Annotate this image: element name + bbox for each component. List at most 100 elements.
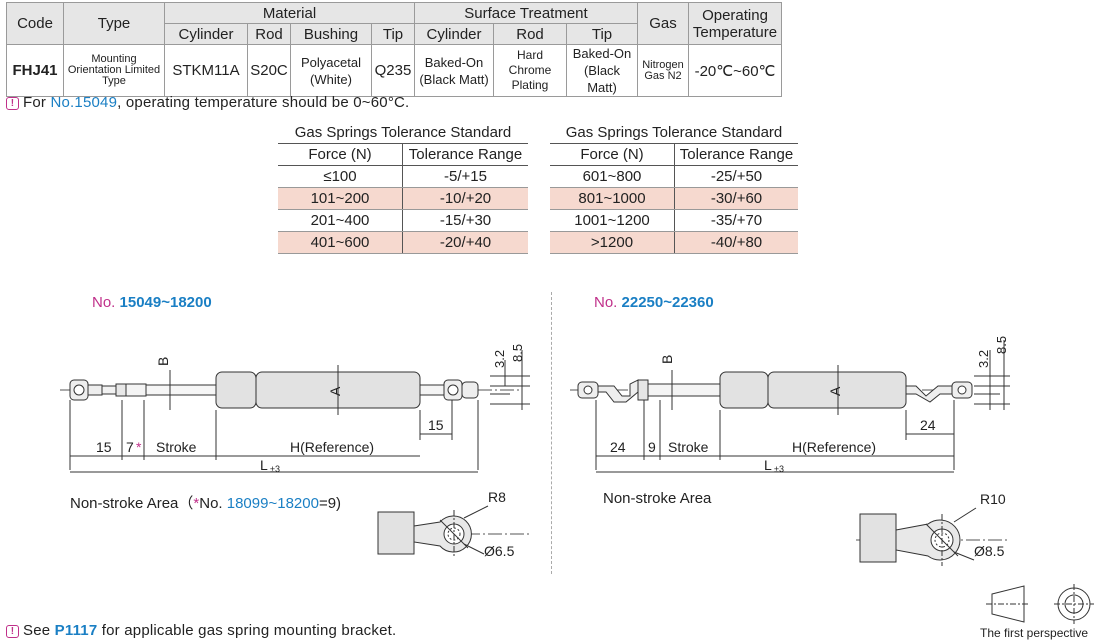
tol1-range-2: -15/+30 — [402, 209, 528, 232]
tol1-col1: Force (N) — [278, 143, 403, 166]
right-h-ref: H(Reference) — [792, 439, 876, 455]
left-dim-b: B — [155, 357, 171, 366]
right-length-tol: ±3 — [774, 464, 784, 474]
right-dim-24b: 24 — [920, 417, 936, 433]
perspective-label: The first perspective — [980, 626, 1089, 640]
right-hole: Ø8.5 — [974, 543, 1005, 559]
header-material: Material — [164, 2, 415, 24]
tol2-col1: Force (N) — [550, 143, 675, 166]
bracket-note-suffix: for applicable gas spring mounting brack… — [97, 622, 397, 639]
bracket-note-prefix: See — [23, 622, 55, 639]
header-st-tip: Tip — [566, 23, 638, 45]
section-divider — [551, 292, 552, 574]
left-stroke: Stroke — [156, 439, 197, 455]
warning-icon-2: ! — [6, 625, 19, 638]
header-st-rod: Rod — [493, 23, 567, 45]
cell-operating: -20℃~60℃ — [688, 44, 782, 97]
tol1-title: Gas Springs Tolerance Standard — [278, 122, 528, 144]
right-dim-85: 8.5 — [994, 336, 1009, 354]
tol1-range-0: -5/+15 — [402, 165, 528, 188]
cell-cylinder: STKM11A — [164, 44, 248, 97]
cell-tip: Q235 — [371, 44, 415, 97]
left-dim-15b: 15 — [428, 417, 444, 433]
left-length-tol: ±3 — [270, 464, 280, 474]
tol2-force-2: 1001~1200 — [550, 209, 675, 232]
tol2-force-0: 601~800 — [550, 165, 675, 188]
left-non-stroke: Non-stroke Area（*No. 18099~18200=9) — [70, 492, 341, 513]
cell-code: FHJ41 — [6, 44, 64, 97]
header-type: Type — [63, 2, 165, 45]
drawing-right: B A 3.2 8.5 24 9 Stroke H(Reference) 24 … — [570, 336, 1010, 566]
left-dim-85: 8.5 — [510, 344, 525, 362]
header-gas: Gas — [637, 2, 689, 45]
cell-rod: S20C — [247, 44, 291, 97]
tol2-force-3: >1200 — [550, 231, 675, 254]
warning-icon: ! — [6, 97, 19, 110]
note-prefix: For — [23, 94, 51, 111]
left-radius: R8 — [488, 489, 506, 505]
first-angle-projection-icon — [986, 584, 1094, 624]
bracket-note-page: P1117 — [54, 622, 98, 639]
left-dim-7: 7 — [126, 439, 134, 455]
note-suffix: , operating temperature should be 0~60°C… — [117, 94, 410, 111]
cell-st-tip: Baked-On (Black Matt) — [566, 44, 638, 97]
left-ns-no: No. — [199, 495, 227, 512]
header-st-cylinder: Cylinder — [414, 23, 494, 45]
tol1-col2: Tolerance Range — [402, 143, 528, 166]
tol2-range-0: -25/+50 — [674, 165, 798, 188]
tolerance-table-1: Gas Springs Tolerance Standard Force (N)… — [278, 122, 528, 254]
left-ns-prefix: Non-stroke Area（ — [70, 495, 194, 512]
tol1-force-1: 101~200 — [278, 187, 403, 210]
cell-bushing: Polyacetal (White) — [290, 44, 372, 97]
header-code: Code — [6, 2, 64, 45]
tol1-range-3: -20/+40 — [402, 231, 528, 254]
right-stroke: Stroke — [668, 439, 709, 455]
left-ns-suffix: =9) — [318, 495, 342, 512]
header-bushing: Bushing — [290, 23, 372, 45]
spec-table: Code Type Material Surface Treatment Gas… — [6, 2, 782, 97]
cell-st-rod: Hard Chrome Plating — [493, 44, 567, 97]
tol1-range-1: -10/+20 — [402, 187, 528, 210]
tol1-force-0: ≤100 — [278, 165, 403, 188]
section-right-range: 22250~22360 — [621, 294, 714, 311]
tol2-col2: Tolerance Range — [674, 143, 798, 166]
left-star: * — [136, 439, 142, 455]
header-tip: Tip — [371, 23, 415, 45]
right-dim-24a: 24 — [610, 439, 626, 455]
right-non-stroke: Non-stroke Area — [603, 490, 712, 507]
left-dim-a: A — [327, 386, 343, 396]
header-surface: Surface Treatment — [414, 2, 638, 24]
right-dim-9: 9 — [648, 439, 656, 455]
right-dim-a: A — [827, 386, 843, 396]
left-length: L — [260, 457, 268, 473]
temperature-note: ! For No.15049, operating temperature sho… — [6, 94, 409, 111]
tol2-range-1: -30/+60 — [674, 187, 798, 210]
drawing-left: B A 3.2 8.5 15 7 * Stroke H(Reference) 1… — [60, 344, 530, 559]
section-title-left: No. 15049~18200 — [92, 294, 212, 311]
left-dim-15a: 15 — [96, 439, 112, 455]
cell-gas: Nitrogen Gas N2 — [637, 44, 689, 97]
tol2-range-3: -40/+80 — [674, 231, 798, 254]
tolerance-table-2: Gas Springs Tolerance Standard Force (N)… — [550, 122, 798, 254]
right-radius: R10 — [980, 491, 1006, 507]
left-h-ref: H(Reference) — [290, 439, 374, 455]
left-ns-link: 18099~18200 — [226, 495, 319, 512]
note-link: No.15049 — [50, 94, 118, 111]
tol2-range-2: -35/+70 — [674, 209, 798, 232]
right-length: L — [764, 457, 772, 473]
section-right-prefix: No. — [594, 294, 622, 311]
tol1-force-2: 201~400 — [278, 209, 403, 232]
section-left-range: 15049~18200 — [119, 294, 212, 311]
header-rod: Rod — [247, 23, 291, 45]
left-dim-32: 3.2 — [492, 350, 507, 368]
section-left-prefix: No. — [92, 294, 120, 311]
tol2-force-1: 801~1000 — [550, 187, 675, 210]
left-hole: Ø6.5 — [484, 543, 515, 559]
left-ns-star: * — [193, 495, 200, 512]
header-cylinder: Cylinder — [164, 23, 248, 45]
header-operating: Operating Temperature — [688, 2, 782, 45]
cell-type: Mounting Orientation Limited Type — [63, 44, 165, 97]
tol2-title: Gas Springs Tolerance Standard — [550, 122, 798, 144]
right-dim-b: B — [659, 355, 675, 364]
cell-st-cylinder: Baked-On (Black Matt) — [414, 44, 494, 97]
